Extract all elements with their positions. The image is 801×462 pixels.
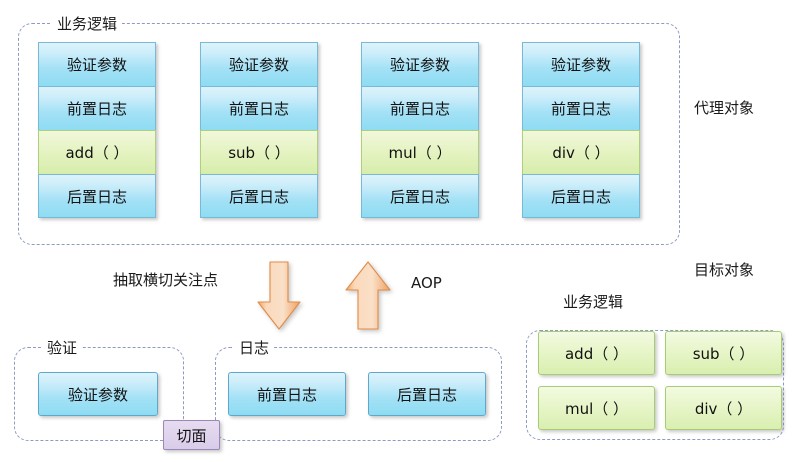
target-business-logic-group	[526, 330, 784, 440]
target-method-div: div（ ）	[665, 386, 782, 430]
cell-verify-params: 验证参数	[200, 42, 318, 86]
cell-after-log: 后置日志	[361, 174, 479, 218]
aspect-chip-after-log: 后置日志	[368, 372, 486, 416]
target-method-mul: mul（ ）	[538, 386, 655, 430]
validate-group-label: 验证	[42, 340, 83, 356]
cell-method-sub: sub（ ）	[200, 130, 318, 174]
target-object-label: 目标对象	[694, 261, 755, 279]
cell-before-log: 前置日志	[38, 86, 156, 130]
validate-group	[14, 347, 184, 441]
aop-label: AOP	[411, 274, 442, 292]
cell-method-mul: mul（ ）	[361, 130, 479, 174]
cell-after-log: 后置日志	[200, 174, 318, 218]
cell-before-log: 前置日志	[200, 86, 318, 130]
proxy-method-column-sub: 验证参数 前置日志 sub（ ） 后置日志	[200, 42, 318, 218]
target-method-sub: sub（ ）	[665, 331, 782, 375]
proxy-method-column-add: 验证参数 前置日志 add（ ） 后置日志	[38, 42, 156, 218]
proxy-business-logic-group-label: 业务逻辑	[52, 16, 123, 32]
up-arrow-icon	[345, 261, 391, 330]
aspect-chip-before-log: 前置日志	[228, 372, 346, 416]
target-method-add: add（ ）	[538, 331, 655, 375]
cell-after-log: 后置日志	[38, 174, 156, 218]
aspect-chip-verify-params: 验证参数	[38, 372, 158, 416]
cell-verify-params: 验证参数	[38, 42, 156, 86]
cell-before-log: 前置日志	[361, 86, 479, 130]
log-group-label: 日志	[234, 340, 275, 356]
cell-verify-params: 验证参数	[522, 42, 640, 86]
proxy-object-label: 代理对象	[694, 99, 755, 117]
aspect-badge: 切面	[163, 420, 220, 450]
cell-before-log: 前置日志	[522, 86, 640, 130]
proxy-method-column-div: 验证参数 前置日志 div（ ） 后置日志	[522, 42, 640, 218]
cell-method-add: add（ ）	[38, 130, 156, 174]
cell-verify-params: 验证参数	[361, 42, 479, 86]
log-group	[215, 347, 502, 441]
cell-method-div: div（ ）	[522, 130, 640, 174]
proxy-method-column-mul: 验证参数 前置日志 mul（ ） 后置日志	[361, 42, 479, 218]
target-business-logic-group-label: 业务逻辑	[558, 294, 629, 310]
cell-after-log: 后置日志	[522, 174, 640, 218]
extract-crosscutting-concern-label: 抽取横切关注点	[113, 271, 219, 289]
down-arrow-icon	[257, 261, 301, 330]
proxy-business-logic-group	[18, 23, 680, 245]
